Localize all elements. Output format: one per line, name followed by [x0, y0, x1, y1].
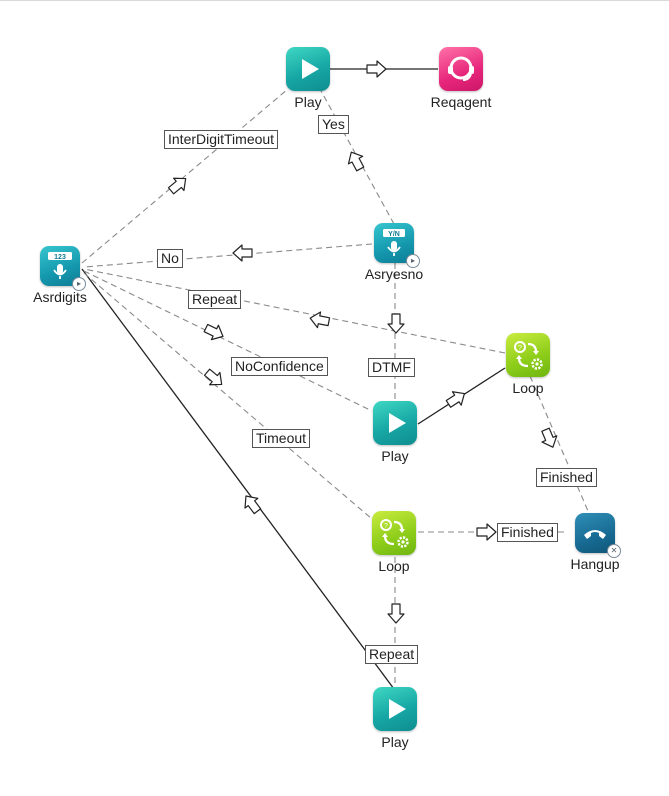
arrow-icon [238, 490, 265, 517]
arrow-icon [476, 523, 497, 541]
node-hangup[interactable]: ✕ Hangup [555, 513, 635, 572]
edge-asrdigits-to-loop-center[interactable] [83, 272, 373, 520]
node-label: Play [294, 94, 322, 110]
edge-asrdigits-to-play-bottom[interactable] [81, 268, 395, 690]
node-loop-center[interactable]: ? Loop [354, 511, 434, 574]
svg-text:?: ? [518, 345, 522, 352]
edge-label-inter-digit-timeout[interactable]: InterDigitTimeout [164, 130, 279, 149]
node-label: Reqagent [430, 94, 492, 110]
digits-mic-icon: 123 ▸ [40, 246, 86, 291]
loop-gear-icon: ? [372, 511, 416, 555]
node-label: Loop [378, 558, 410, 574]
edge-asrdigits-to-play-mid[interactable] [83, 270, 373, 412]
play-icon [373, 687, 417, 731]
edge-label-yes[interactable]: Yes [318, 115, 349, 134]
headset-icon [439, 47, 483, 91]
edge-asrdigits-to-play-top[interactable] [81, 88, 289, 264]
arrow-icon [366, 60, 387, 78]
play-badge-icon[interactable]: ▸ [406, 254, 420, 268]
loop-gear-icon: ? [506, 333, 550, 377]
svg-text:?: ? [384, 523, 388, 530]
edge-label-no-confidence[interactable]: NoConfidence [231, 357, 328, 376]
node-play-top[interactable]: Play [268, 47, 348, 110]
edge-label-finished[interactable]: Finished [497, 523, 558, 542]
node-asryesno[interactable]: Y/N ▸ Asryesno [354, 223, 434, 282]
play-icon [286, 47, 330, 91]
arrow-icon [537, 425, 561, 451]
edge-label-repeat[interactable]: Repeat [365, 645, 419, 664]
edge-asryesno-to-asrdigits[interactable] [83, 243, 373, 268]
arrow-icon [387, 603, 405, 624]
phone-hangup-icon: ✕ [575, 513, 621, 558]
edge-loop-right-to-hangup[interactable] [529, 375, 589, 512]
edge-label-repeat[interactable]: Repeat [188, 290, 242, 309]
arrow-icon [443, 386, 470, 412]
node-label: Hangup [570, 556, 620, 572]
node-label: Play [381, 734, 409, 750]
node-reqagent[interactable]: Reqagent [421, 47, 501, 110]
close-badge-icon[interactable]: ✕ [607, 544, 621, 558]
asr-badge-text: Y/N [388, 231, 400, 238]
arrow-icon [232, 244, 253, 262]
edge-label-finished[interactable]: Finished [536, 468, 597, 487]
arrow-icon [165, 171, 192, 198]
yes-no-mic-icon: Y/N ▸ [374, 223, 420, 268]
arrow-icon [308, 309, 331, 331]
arrow-icon [201, 365, 228, 392]
node-asrdigits[interactable]: 123 ▸ Asrdigits [20, 246, 100, 305]
node-label: Asrdigits [33, 289, 87, 305]
node-label: Loop [512, 380, 544, 396]
node-play-bottom[interactable]: Play [355, 687, 435, 750]
node-play-mid[interactable]: Play [355, 401, 435, 464]
edge-label-dtmf[interactable]: DTMF [368, 358, 415, 377]
play-icon [373, 401, 417, 445]
asr-badge-text: 123 [54, 254, 66, 261]
node-loop-right[interactable]: ? Loop [488, 333, 568, 396]
edge-label-no[interactable]: No [157, 249, 183, 268]
edge-label-timeout[interactable]: Timeout [252, 429, 311, 448]
node-label: Asryesno [364, 266, 424, 282]
edge-asryesno-to-play-top[interactable] [319, 88, 395, 225]
play-badge-icon[interactable]: ▸ [72, 277, 86, 291]
edge-loop-right-to-asrdigits[interactable] [83, 268, 506, 354]
arrow-icon [201, 320, 228, 345]
node-label: Play [381, 448, 409, 464]
arrow-icon [387, 313, 405, 334]
